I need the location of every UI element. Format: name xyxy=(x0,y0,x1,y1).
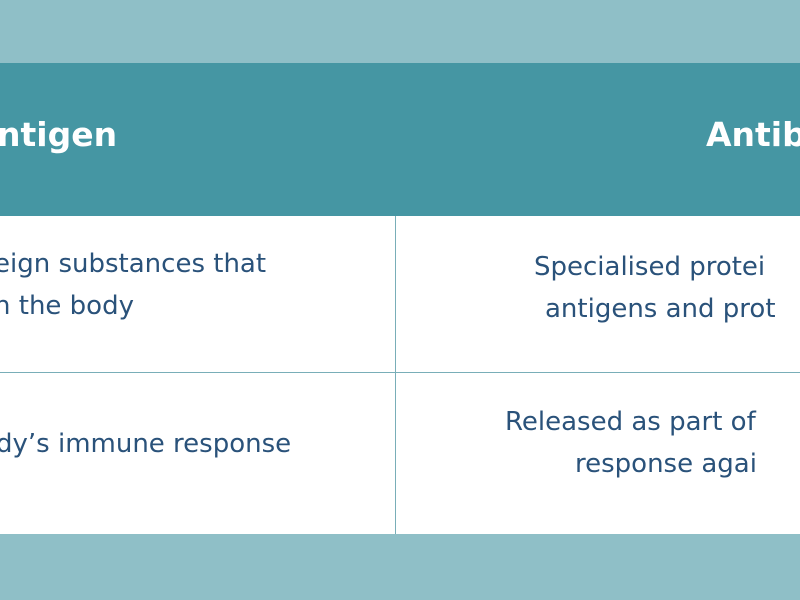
table-cell-row1-antigen: eign substances that n the body xyxy=(0,243,266,327)
cell-line: response agai xyxy=(575,449,757,479)
header-antibody: Antib xyxy=(706,115,800,154)
table-cell-row2-antigen: dy’s immune response xyxy=(0,423,291,465)
cell-line: dy’s immune response xyxy=(0,429,292,459)
table-cell-row2-antibody: Released as part of response agai xyxy=(505,401,757,485)
column-divider xyxy=(395,216,396,534)
comparison-table: ntigen Antib eign substances that n the … xyxy=(0,63,800,534)
table-cell-row1-antibody: Specialised protei antigens and prot xyxy=(534,246,776,330)
table-header-row xyxy=(0,63,800,216)
table-body xyxy=(0,216,800,534)
cell-line: eign substances that xyxy=(0,249,267,279)
header-antigen: ntigen xyxy=(0,115,118,154)
cell-line: Specialised protei xyxy=(534,252,766,282)
cell-line: Released as part of xyxy=(505,407,756,437)
cell-line: n the body xyxy=(0,291,134,321)
row-divider xyxy=(0,372,800,373)
cell-line: antigens and prot xyxy=(545,294,776,324)
